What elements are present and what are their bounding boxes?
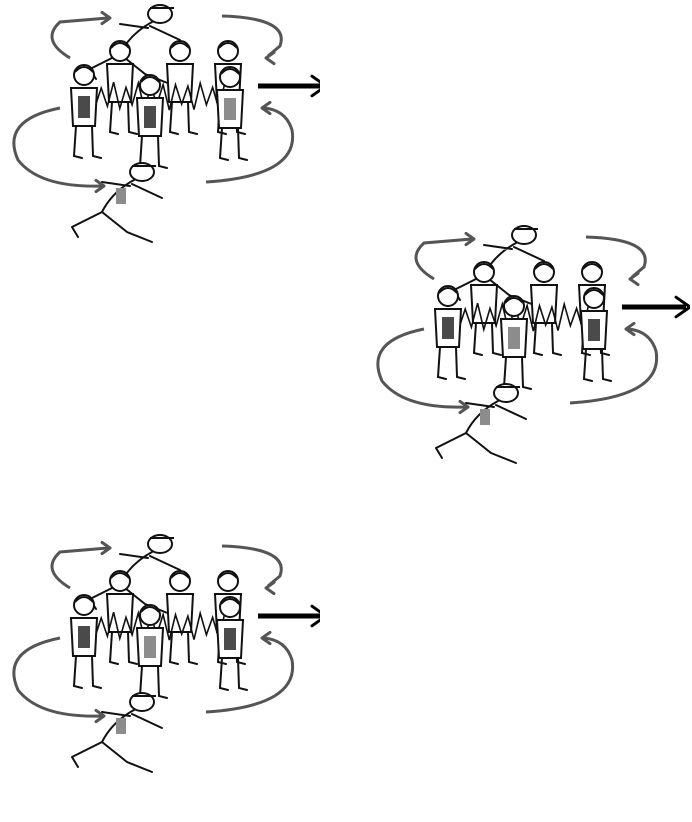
person-figure bbox=[531, 262, 561, 355]
runner-body bbox=[90, 22, 180, 84]
rotation-illustration bbox=[370, 215, 690, 515]
vest-marker bbox=[224, 98, 236, 120]
vest-marker bbox=[116, 718, 126, 734]
group-drawing bbox=[14, 535, 320, 772]
vest-marker bbox=[78, 96, 90, 118]
runner-figure bbox=[436, 384, 526, 463]
rotation-diagram-panel-2 bbox=[370, 215, 690, 505]
legs bbox=[110, 102, 137, 134]
group-drawing bbox=[14, 5, 320, 242]
vest-marker bbox=[78, 626, 90, 648]
person-figure bbox=[167, 41, 197, 134]
vest-marker bbox=[588, 319, 600, 341]
vest-marker bbox=[480, 409, 490, 425]
rotation-diagram-panel-3 bbox=[0, 528, 320, 818]
rotation-arrow bbox=[52, 18, 108, 58]
rotation-arrow bbox=[52, 548, 108, 588]
vest-marker bbox=[116, 188, 126, 204]
runner-body bbox=[90, 552, 180, 614]
runner-body bbox=[454, 243, 544, 305]
runner-figure bbox=[72, 163, 162, 242]
legs bbox=[438, 347, 465, 379]
person-figure bbox=[167, 571, 197, 664]
legs bbox=[110, 632, 137, 664]
vest-marker bbox=[144, 106, 156, 128]
rotation-illustration bbox=[0, 0, 320, 290]
vest-marker bbox=[508, 327, 520, 349]
rotation-illustration bbox=[0, 528, 320, 822]
vest-marker bbox=[144, 636, 156, 658]
person-figure bbox=[217, 597, 247, 690]
group-drawing bbox=[378, 226, 690, 463]
rotation-diagram-panel-1 bbox=[0, 0, 320, 290]
runner-figure bbox=[72, 693, 162, 772]
legs bbox=[74, 656, 101, 688]
vest-marker bbox=[224, 628, 236, 650]
legs bbox=[74, 126, 101, 158]
person-figure bbox=[581, 288, 611, 381]
person-figure bbox=[217, 67, 247, 160]
legs bbox=[474, 323, 501, 355]
vest-marker bbox=[442, 317, 454, 339]
rotation-arrow bbox=[416, 239, 472, 279]
